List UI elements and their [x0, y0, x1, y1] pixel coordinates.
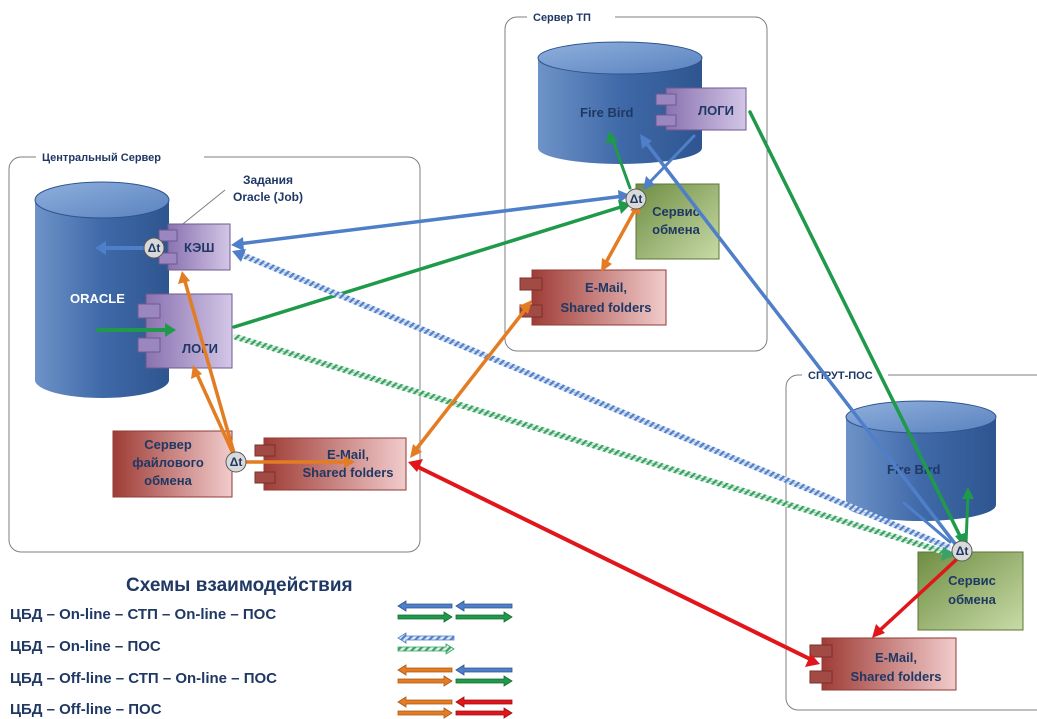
legend-row-4: ЦБД – Off-line – ПОС [10, 701, 162, 718]
legend-row-3: ЦБД – Off-line – СТП – On-line – ПОС [10, 670, 277, 687]
legend-title: Схемы взаимодействия [126, 575, 353, 596]
tp-email-line1: E-Mail, [585, 280, 627, 295]
cache-dt-node: Δt [143, 237, 165, 259]
tp-service-line1: Сервис [652, 204, 700, 219]
pos-dt-node: Δt [951, 540, 973, 562]
pos-firebird-to-dt-arrow [902, 501, 952, 544]
oracle-jobs-label-line2: Oracle (Job) [233, 190, 303, 204]
file-server-to-cache-link [182, 276, 238, 462]
logs-tp-link [232, 204, 626, 329]
pos-title: СПРУТ-ПОС [808, 370, 873, 382]
pos-exchange-service: Сервис обмена [917, 551, 1024, 631]
file-server-to-logs-link [194, 370, 238, 462]
legend: Схемы взаимодействия ЦБД – On-line – СТП… [10, 575, 513, 719]
connectors [95, 110, 974, 667]
file-server-dt-node: Δt [225, 451, 247, 473]
tp-firebird-pos-link [642, 138, 958, 547]
tp-firebird-label: Fire Bird [580, 105, 634, 120]
tp-logs-to-dt-arrow [646, 134, 696, 186]
tp-dt-tp-email-link [602, 206, 638, 268]
tp-logs-label: ЛОГИ [698, 103, 734, 118]
pos-service-line1: Сервис [948, 573, 996, 588]
tp-dt-to-firebird-arrow [610, 136, 632, 190]
pos-dt-to-firebird-arrow [964, 492, 970, 546]
oracle-jobs-label-line1: Задания [243, 173, 293, 187]
pos-email-line1: E-Mail, [875, 650, 917, 665]
pos-email-line2: Shared folders [850, 669, 941, 684]
pos-service-line2: обмена [948, 592, 996, 607]
central-email-pos-email-link [414, 464, 814, 662]
file-server-dt-label: Δt [230, 455, 243, 469]
legend-row-1: ЦБД – On-line – СТП – On-line – ПОС [10, 606, 276, 623]
file-server-line3: обмена [144, 473, 192, 488]
tp-logs-component: ЛОГИ [655, 87, 747, 131]
pos-dt-label: Δt [956, 544, 969, 558]
tp-dt-label: Δt [630, 192, 643, 206]
legend-row-2: ЦБД – On-line – ПОС [10, 638, 161, 655]
tp-server-title: Сервер ТП [533, 12, 591, 24]
tp-email-component: E-Mail, Shared folders [519, 269, 667, 326]
tp-service-line2: обмена [652, 222, 700, 237]
pos-dt-pos-email-link [876, 558, 958, 634]
oracle-label: ORACLE [70, 291, 125, 306]
cache-tp-link [236, 194, 626, 246]
pos-email-component: E-Mail, Shared folders [809, 637, 957, 691]
cache-label: КЭШ [184, 240, 214, 255]
central-server-group: Центральный Сервер [8, 149, 421, 553]
legend-swatch-4 [397, 696, 513, 719]
cache-component: КЭШ [158, 223, 231, 271]
tp-firebird-database: Fire Bird [537, 41, 703, 164]
tp-server-group: Сервер ТП [504, 9, 768, 352]
legend-swatch-3 [397, 664, 513, 687]
legend-swatch-1 [397, 600, 513, 623]
central-email-line1: E-Mail, [327, 447, 369, 462]
tp-email-line2: Shared folders [560, 300, 651, 315]
file-server-line2: файлового [132, 455, 204, 470]
file-server-line1: Сервер [144, 437, 192, 452]
central-email-tp-email-link [412, 304, 530, 454]
central-email-component: E-Mail, Shared folders [254, 437, 407, 491]
central-server-title: Центральный Сервер [42, 152, 161, 164]
file-exchange-server: Сервер файлового обмена [112, 430, 233, 498]
tp-logs-pos-link [748, 110, 964, 542]
tp-dt-node: Δt [625, 188, 647, 210]
cache-dt-label: Δt [148, 241, 161, 255]
central-logs-label: ЛОГИ [182, 341, 218, 356]
central-email-line2: Shared folders [302, 465, 393, 480]
legend-swatch-2 [397, 632, 455, 655]
